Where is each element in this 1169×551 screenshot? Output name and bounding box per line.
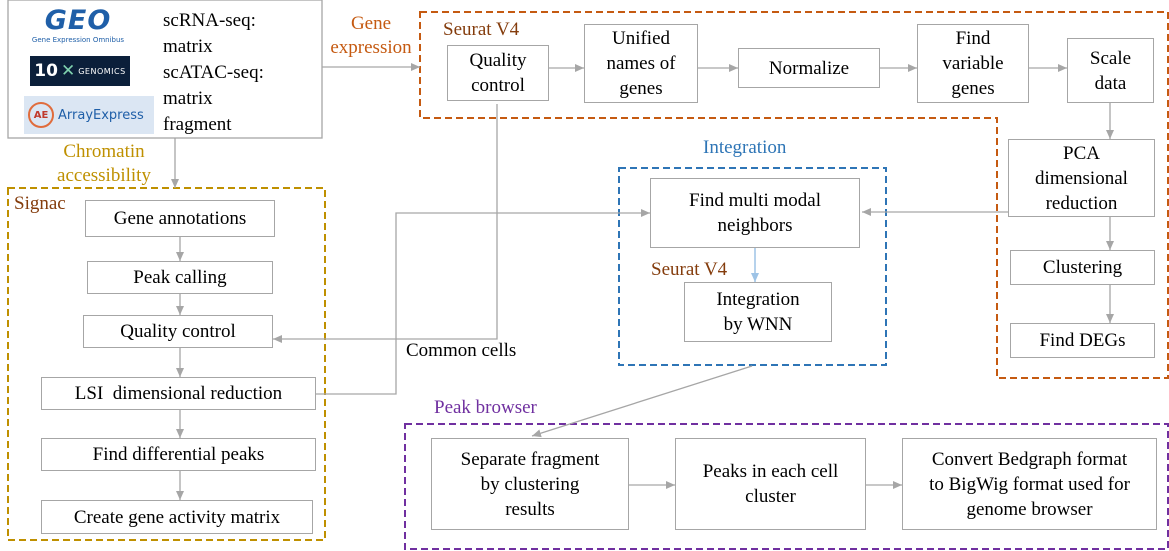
peak-browser-group-outline [404,423,1169,550]
arrow-lsi-to-multimodal [316,209,650,395]
node-label: control [471,75,525,96]
node-label: Unified [611,28,671,49]
seurat-group-title: Seurat V4 [443,19,520,40]
node-label: neighbors [717,215,793,236]
node-peak-calling: Peak calling [87,261,273,294]
node-find-differential-peaks: Find differential peaks [41,438,316,471]
node-label: Find DEGs [1039,330,1126,351]
node-find-variable-genes: Find variable genes [917,24,1029,103]
peak-browser-group-title: Peak browser [434,397,537,418]
node-label: variable [942,53,1004,74]
seurat-group-outline [419,11,1169,379]
node-label: reduction [1045,192,1118,214]
10x-logo-brand: GENOMICS [78,66,126,76]
node-label: Scale [1089,47,1132,69]
node-label: cluster [745,486,796,507]
node-label: results [505,498,555,520]
node-integration-by-wnn: Integration by WNN [684,282,832,342]
source-line: fragment [163,114,232,135]
node-label: genome browser [966,498,1093,520]
node-label: Clustering [1042,257,1123,278]
source-line: scRNA-seq: [163,10,256,31]
common-cells-label: Common cells [406,340,517,361]
geo-logo: GEO Gene Expression Omnibus [28,6,128,50]
node-label: Create gene activity matrix [73,506,281,528]
node-label: Gene annotations [113,208,247,229]
integration-seurat-title: Seurat V4 [651,259,728,280]
integration-group-title: Integration [703,137,787,158]
gene-expression-label-line: Gene [350,13,392,34]
signac-group-title: Signac [14,193,66,214]
arrayexpress-logo-mark: AE [33,109,49,121]
chromatin-label-line: Chromatin [63,141,145,162]
node-label: dimensional [1035,167,1128,189]
arrayexpress-logo: AE ArrayExpress [24,96,154,134]
node-quality-control-atac: Quality control [83,315,273,348]
source-line: matrix [163,36,213,57]
node-label: data [1094,72,1127,94]
node-label: Peak calling [133,267,227,288]
node-label: to BigWig format used for [929,473,1130,495]
node-label: by clustering [480,473,580,495]
node-label: Quality [469,50,527,71]
10x-logo-mark: 10 [34,61,58,81]
node-find-multimodal-neighbors: Find multi modal neighbors [650,178,860,248]
source-line: matrix [163,88,213,109]
node-lsi-dimensional-reduction: LSI dimensional reduction [41,377,316,410]
node-label: Find differential peaks [92,444,265,465]
arrayexpress-circle-icon: AE [28,102,54,128]
node-create-gene-activity-matrix: Create gene activity matrix [41,500,313,534]
node-peaks-in-each-cell-cluster: Peaks in each cell cluster [675,438,866,530]
10x-x-icon: ✕ [60,61,76,81]
geo-logo-mark: GEO [44,5,112,36]
geo-logo-caption: Gene Expression Omnibus [31,36,125,44]
integration-group-outline [618,167,887,366]
node-label: LSI dimensional reduction [74,383,283,404]
node-quality-control-rna: Quality control [447,45,549,101]
node-gene-annotations: Gene annotations [85,200,275,237]
node-label: genes [951,78,995,99]
node-separate-fragment: Separate fragment by clustering results [431,438,629,530]
gene-expression-label-line: expression [330,37,412,58]
node-pca-dimensional-reduction: PCA dimensional reduction [1008,139,1155,217]
source-text: scRNA-seq: matrix scATAC-seq: matrix fra… [163,8,264,138]
node-normalize: Normalize [738,48,880,88]
node-clustering: Clustering [1010,250,1155,285]
node-label: PCA [1063,142,1100,164]
gene-expression-label: Gene expression [326,12,416,60]
node-scale-data: Scale data [1067,38,1154,103]
node-label: Separate fragment [460,448,600,470]
node-label: Convert Bedgraph format [931,448,1128,470]
10x-genomics-logo: 10 ✕ GENOMICS [30,56,130,86]
arrow-integration-to-peak-browser [531,365,753,438]
node-label: Integration [716,289,800,310]
node-label: Normalize [768,57,850,79]
chromatin-label-line: accessibility [57,165,151,186]
signac-group-outline [7,187,326,541]
node-label: Find multi modal [689,190,821,211]
node-label: Quality control [120,321,236,342]
node-label: genes [619,78,663,99]
node-convert-bedgraph-to-bigwig: Convert Bedgraph format to BigWig format… [902,438,1157,530]
chromatin-accessibility-label: Chromatin accessibility [50,140,158,188]
source-line: scATAC-seq: [163,62,264,83]
node-label: by WNN [723,314,793,335]
node-label: Peaks in each cell [702,461,839,482]
node-label: Find [955,28,991,49]
arrayexpress-logo-name: ArrayExpress [58,107,144,123]
node-label: names of [606,53,676,74]
arrow-common-cells-to-qc-atac [273,104,498,343]
node-unified-names-of-genes: Unified names of genes [584,24,698,103]
node-find-degs: Find DEGs [1010,323,1155,358]
